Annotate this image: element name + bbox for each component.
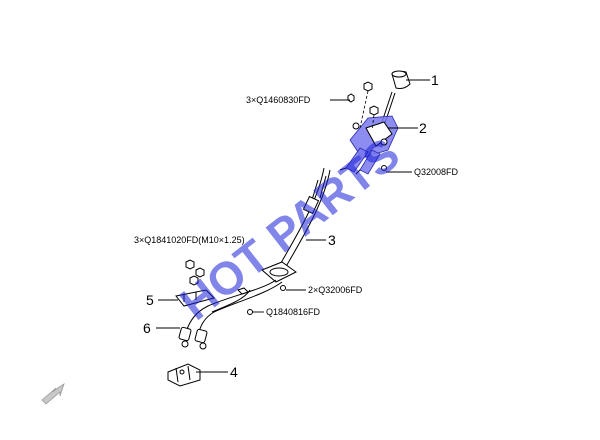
shifter-assembly [339, 81, 399, 175]
part-code-clip-mid: 2×Q32006FD [308, 285, 363, 295]
callout-3: 3 [328, 232, 336, 248]
bolt-icon [347, 81, 379, 116]
nut-icon [381, 165, 387, 171]
part-code-bolt-mid: 3×Q1841020FD(M10×1.25) [134, 235, 245, 245]
clip-icon [247, 309, 253, 315]
leader-lines [156, 79, 430, 373]
callout-1: 1 [431, 72, 439, 88]
part-code-bolt-top: 3×Q1460830FD [246, 95, 311, 105]
callout-5: 5 [146, 292, 154, 308]
arrow-down-left-icon[interactable] [41, 383, 65, 405]
shift-knob [391, 70, 411, 89]
cable-bracket [175, 259, 249, 307]
part-code-nut-right: Q32008FD [414, 167, 459, 177]
watermark-text: HOT PARTS [170, 127, 409, 330]
shift-cables [178, 167, 331, 350]
clip-icon [280, 285, 286, 291]
callout-6: 6 [143, 320, 151, 336]
mount-bracket [167, 363, 201, 387]
callout-2: 2 [419, 120, 427, 136]
part-code-bolt-low: Q1840816FD [266, 307, 321, 317]
callout-4: 4 [230, 364, 238, 380]
